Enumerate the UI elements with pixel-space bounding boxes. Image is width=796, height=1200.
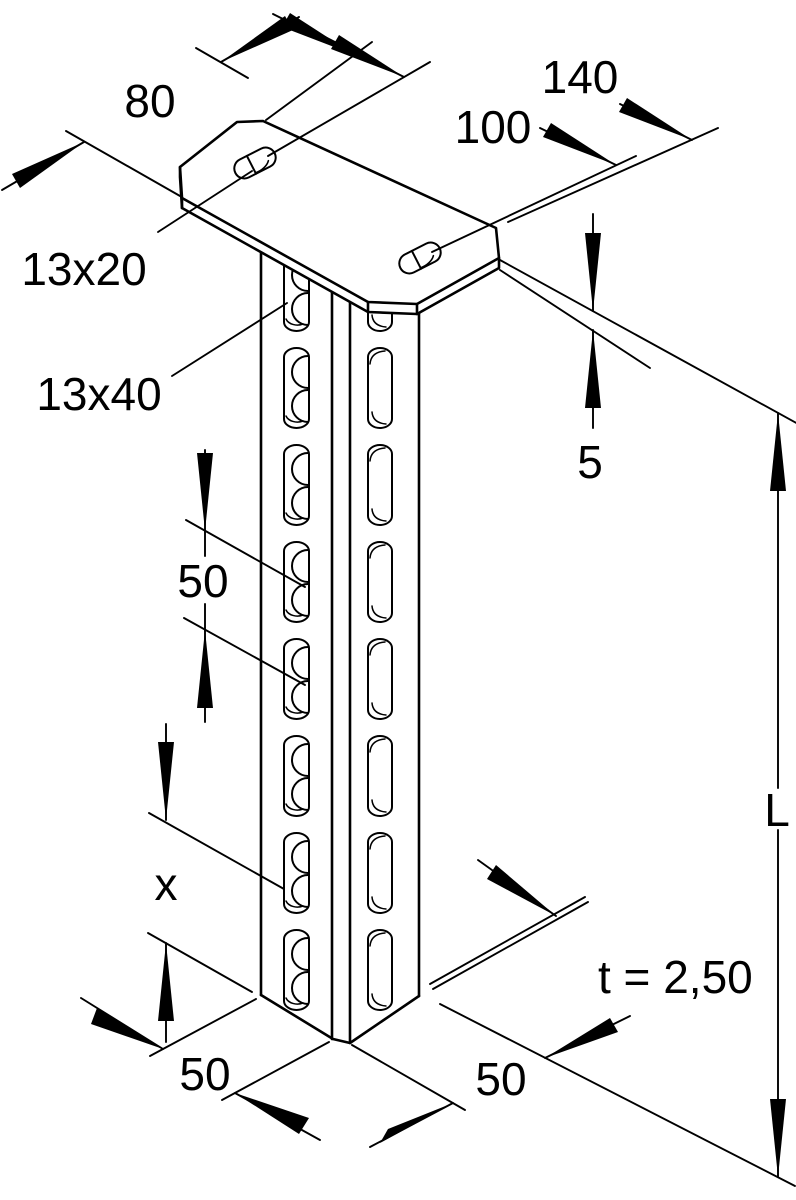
callout-plate-slot: 13x20 xyxy=(21,170,253,295)
dim-wall-thickness-label: t = 2,50 xyxy=(598,951,753,1003)
head-plate xyxy=(178,119,501,316)
dim-plate-thickness-label: 5 xyxy=(577,436,603,488)
dim-profile-side-left-label: 50 xyxy=(179,1048,230,1100)
dim-profile-length: L xyxy=(439,412,796,1187)
channel-profile xyxy=(259,244,421,1045)
dim-bottom-offset-label: x xyxy=(155,858,178,910)
left-face-slots xyxy=(283,250,310,1011)
dim-profile-side-left: 50 xyxy=(80,997,330,1141)
dim-bottom-offset: x xyxy=(147,723,285,1043)
dim-wall-thickness: t = 2,50 xyxy=(429,859,753,1003)
right-face-slots xyxy=(367,250,393,1011)
dim-hole-spacing: 100 xyxy=(267,35,637,253)
dim-plate-width-label: 80 xyxy=(124,75,175,127)
dim-profile-side-right: 50 xyxy=(351,1015,631,1148)
dim-plate-thickness: 5 xyxy=(499,213,796,488)
dim-plate-length-label: 140 xyxy=(542,51,619,103)
callout-plate-slot-label: 13x20 xyxy=(21,243,146,295)
dim-slot-pitch-label: 50 xyxy=(177,555,228,607)
callout-profile-slot-label: 13x40 xyxy=(36,368,161,420)
dim-profile-length-label: L xyxy=(764,784,790,836)
dim-plate-width: 80 xyxy=(1,16,300,197)
dim-profile-side-right-label: 50 xyxy=(475,1053,526,1105)
dim-hole-spacing-label: 100 xyxy=(455,101,532,153)
channel-bottom-edge xyxy=(259,993,421,1045)
dim-slot-pitch: 50 xyxy=(177,449,306,723)
callout-profile-slot: 13x40 xyxy=(36,302,288,420)
